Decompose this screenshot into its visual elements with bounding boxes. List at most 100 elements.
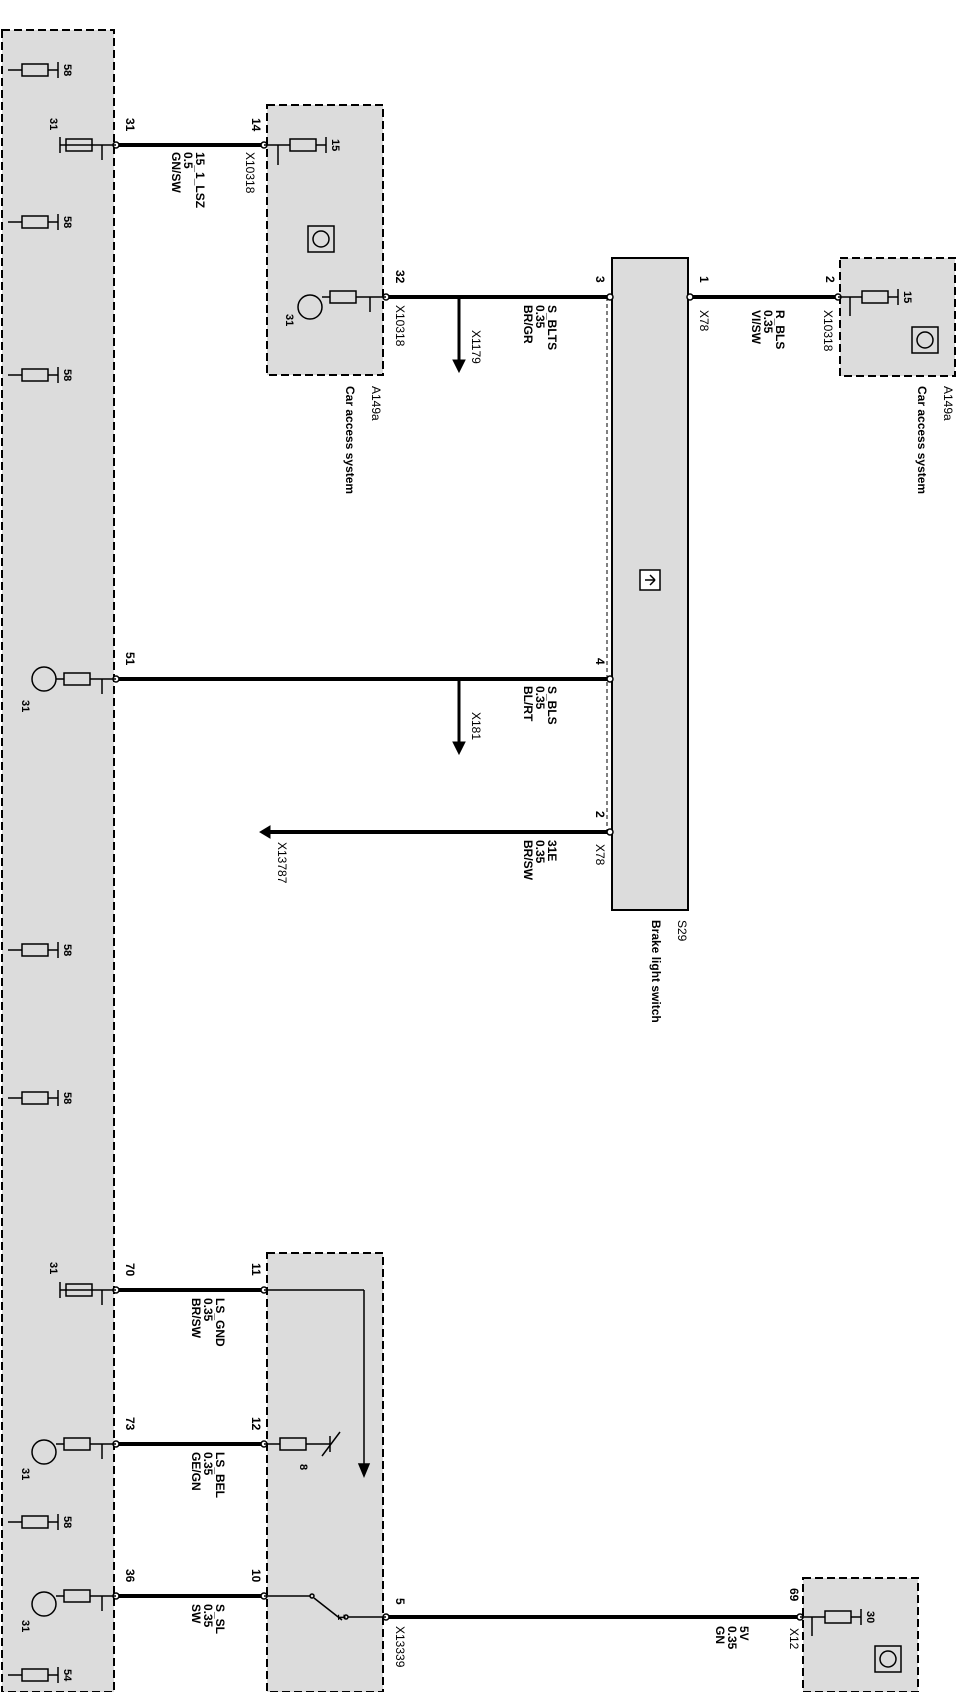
svg-text:BR/SW: BR/SW <box>189 1298 203 1339</box>
pin-number: 11 <box>249 1263 263 1276</box>
terminal-label: 31 <box>19 700 31 712</box>
svg-text:R_BLS: R_BLS <box>773 310 787 349</box>
terminal-label: 58 <box>61 944 73 956</box>
a149a-right-label: A149a Car access system <box>915 386 955 494</box>
wire-label-s-bls: S_BLS 0.35 BL/RT <box>521 686 559 725</box>
svg-text:0.35: 0.35 <box>533 840 547 864</box>
connector-label: X10318 <box>821 310 835 352</box>
svg-text:0.35: 0.35 <box>533 305 547 329</box>
terminal-label: 54 <box>61 1669 73 1682</box>
svg-text:A149a: A149a <box>369 386 383 421</box>
svg-text:VI/SW: VI/SW <box>749 310 763 345</box>
wire-label-15-1-lsz: 15_1_LSZ 0.5 GN/SW <box>169 152 207 208</box>
pin-number: 10 <box>249 1569 263 1583</box>
branch-connector-label: X181 <box>469 712 483 740</box>
wire-label-ls-gnd: LS_GND 0.35 BR/SW <box>189 1298 227 1347</box>
svg-text:SW: SW <box>189 1604 203 1624</box>
pin-number: 32 <box>393 270 407 284</box>
ecu-symbol-icon <box>307 225 335 253</box>
wire-label-31e: 31E 0.35 BR/SW <box>521 840 559 881</box>
s29-label: S29 Brake light switch <box>649 920 689 1023</box>
pin-number: 2 <box>593 811 607 818</box>
svg-text:Car access system: Car access system <box>915 386 929 494</box>
pin-number: 1 <box>697 276 711 283</box>
wire-label-ls-bel: LS_BEL 0.35 GE/GN <box>189 1452 227 1498</box>
svg-text:LS_GND: LS_GND <box>213 1298 227 1347</box>
left-module-symbols <box>8 62 116 1683</box>
branch-arrows <box>259 297 466 839</box>
svg-text:LS_BEL: LS_BEL <box>213 1452 227 1498</box>
connector-label: X13787 <box>275 842 289 884</box>
a149a-top-box <box>266 104 384 376</box>
light-sensor-internals <box>264 1289 386 1621</box>
resistor-icon <box>59 1282 116 1305</box>
pin-number: 69 <box>787 1588 801 1602</box>
connector-label: X10318 <box>243 152 257 194</box>
connector-label: X10318 <box>393 305 407 347</box>
x12-module-box <box>802 1577 919 1692</box>
svg-text:S_SL: S_SL <box>213 1604 227 1634</box>
pin-number: 51 <box>123 652 137 666</box>
resistor-icon <box>59 137 116 160</box>
svg-text:Car access system: Car access system <box>343 386 357 494</box>
resistor-icon <box>8 214 59 230</box>
svg-text:15_1_LSZ: 15_1_LSZ <box>193 152 207 208</box>
svg-text:0.35: 0.35 <box>201 1298 215 1322</box>
x181-arrow-icon <box>452 741 466 756</box>
svg-text:A149a: A149a <box>941 386 955 421</box>
svg-text:GE/GN: GE/GN <box>189 1452 203 1491</box>
terminal-label: 31 <box>47 1262 59 1274</box>
pin-number: 73 <box>123 1417 137 1431</box>
switch-symbol-icon <box>639 569 661 591</box>
svg-text:0.35: 0.35 <box>201 1604 215 1628</box>
ecu-symbol-icon <box>874 1645 902 1673</box>
terminal-label: 58 <box>61 216 73 228</box>
pin-number: 12 <box>249 1417 263 1431</box>
svg-text:GN/SW: GN/SW <box>169 152 183 193</box>
a149a-right-internals <box>838 289 939 354</box>
svg-text:S_BLS: S_BLS <box>545 686 559 725</box>
pin-number: 2 <box>823 276 837 283</box>
a149a-right-box <box>839 257 956 377</box>
terminal-label: 31 <box>19 1620 31 1632</box>
a149a-top-label: A149a Car access system <box>343 386 383 494</box>
sensor-arrow-icon <box>357 1463 371 1478</box>
transistor-icon <box>31 1437 116 1465</box>
svg-text:S_BLTS: S_BLTS <box>545 305 559 350</box>
wire-label-5v: 5V 0.35 GN <box>713 1626 751 1650</box>
wire-label-s-blts: S_BLTS 0.35 BR/GR <box>521 305 559 350</box>
terminal-label: 31 <box>19 1468 31 1480</box>
svg-text:BL/RT: BL/RT <box>521 686 535 722</box>
resistor-icon <box>8 942 59 958</box>
terminal-label: 58 <box>61 64 73 76</box>
svg-text:0.35: 0.35 <box>725 1626 739 1650</box>
resistor-icon <box>8 1090 59 1106</box>
left-control-unit-box <box>1 29 115 1692</box>
x12-module-internals <box>800 1609 902 1673</box>
terminal-label: 58 <box>61 369 73 381</box>
pin-number: 31 <box>123 118 137 132</box>
pin-number: 14 <box>249 118 263 132</box>
x1179-arrow-icon <box>452 359 466 374</box>
resistor-icon <box>8 367 59 383</box>
x13787-end-icon <box>259 825 271 839</box>
terminal-label: 8 <box>297 1464 309 1470</box>
connector-label: X13339 <box>393 1626 407 1668</box>
terminal-label: 31 <box>283 314 295 326</box>
resistor-icon <box>8 1514 59 1530</box>
terminal-label: 31 <box>47 118 59 130</box>
connector-label: X12 <box>787 1628 801 1650</box>
svg-text:Brake light switch: Brake light switch <box>649 920 663 1023</box>
pin-number: 3 <box>593 276 607 283</box>
svg-text:GN: GN <box>713 1626 727 1644</box>
a149a-top-internals <box>264 137 386 320</box>
svg-text:0.35: 0.35 <box>533 686 547 710</box>
svg-text:5V: 5V <box>737 1626 751 1641</box>
pin-number: 36 <box>123 1569 137 1583</box>
svg-text:0.35: 0.35 <box>761 310 775 334</box>
svg-text:31E: 31E <box>545 840 559 861</box>
pin-number: 4 <box>593 658 607 665</box>
pin-number: 5 <box>393 1598 407 1605</box>
svg-text:BR/SW: BR/SW <box>521 840 535 881</box>
